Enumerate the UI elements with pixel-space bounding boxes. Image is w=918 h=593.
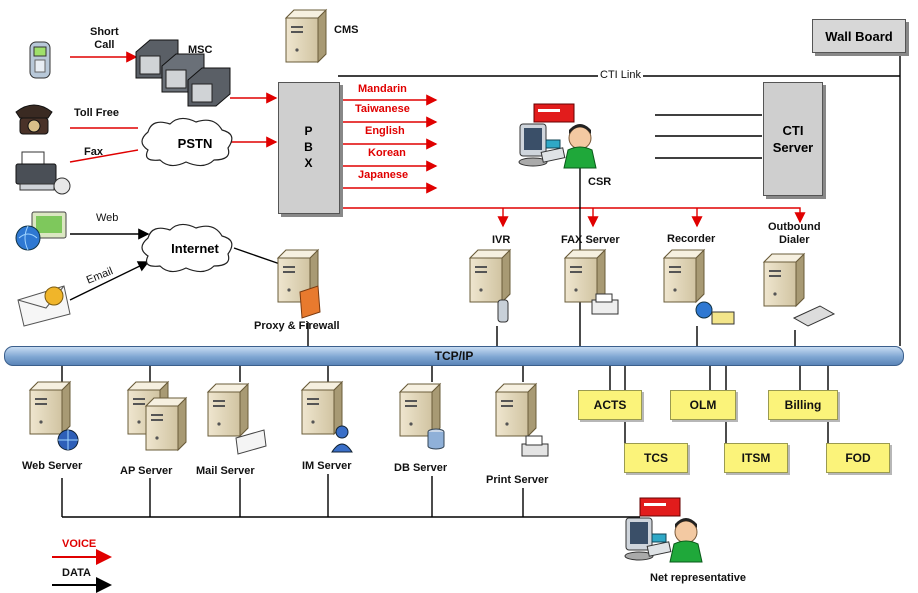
ivr-label: IVR — [492, 234, 511, 246]
language-mandarin: Mandarin — [358, 83, 407, 95]
web-server-icon — [29, 381, 79, 451]
wall-board: Wall Board — [812, 19, 906, 53]
internet-label: Internet — [171, 241, 219, 256]
telephone-icon — [15, 104, 53, 135]
proxy-firewall-label: Proxy & Firewall — [254, 320, 340, 332]
net-representative-label: Net representative — [650, 572, 746, 584]
ivr-server-icon — [469, 249, 511, 323]
cms-label: CMS — [334, 24, 359, 36]
cti-server-label: CTI Server — [772, 123, 814, 155]
cms-server-icon — [285, 9, 327, 63]
billing-box: Billing — [768, 390, 838, 420]
im-server-icon — [301, 381, 353, 453]
web-label: Web — [96, 212, 119, 224]
print-server-icon — [495, 383, 549, 457]
fax-server-icon — [564, 249, 619, 315]
db-server-icon — [399, 383, 445, 450]
net-representative-icon — [624, 497, 703, 563]
mail-server-icon — [207, 383, 267, 455]
cti-server-box: CTI Server — [763, 82, 823, 196]
short-call-label: Short Call — [90, 26, 119, 51]
proxy-server-icon — [277, 249, 321, 319]
internet-cloud-label-wrap: Internet — [138, 226, 252, 276]
tcs-box: TCS — [624, 443, 688, 473]
olm-box: OLM — [670, 390, 736, 420]
language-korean: Korean — [368, 147, 406, 159]
toll-free-label: Toll Free — [74, 107, 120, 119]
pstn-label: PSTN — [177, 136, 213, 151]
outbound-dialer-label: Outbound Dialer — [768, 221, 821, 246]
print-server-label: Print Server — [486, 474, 549, 486]
cti-link-label: CTI Link — [598, 69, 643, 81]
csr-representative-icon — [518, 103, 597, 169]
email-icon — [17, 285, 71, 327]
legend-data-label: DATA — [62, 567, 91, 579]
language-english: English — [365, 125, 405, 137]
acts-box: ACTS — [578, 390, 642, 420]
csr-label: CSR — [588, 176, 612, 188]
fax-label: Fax — [84, 146, 103, 158]
fax-machine-icon — [15, 151, 71, 195]
tcp-ip-network-bar: TCP/IP — [4, 346, 904, 366]
fod-box: FOD — [826, 443, 890, 473]
language-taiwanese: Taiwanese — [355, 103, 410, 115]
pbx-label: P B X — [304, 124, 314, 170]
pbx-box: P B X — [278, 82, 340, 214]
connection-lines — [52, 51, 901, 593]
msc-switch-icon — [135, 39, 231, 107]
pstn-cloud — [141, 117, 233, 167]
ap-server-label: AP Server — [120, 465, 173, 477]
msc-label: MSC — [188, 44, 213, 56]
web-server-label: Web Server — [22, 460, 83, 472]
outbound-dialer-server-icon — [763, 253, 836, 327]
web-computer-icon — [15, 211, 67, 251]
itsm-box: ITSM — [724, 443, 788, 473]
internet-cloud — [141, 223, 233, 273]
fax-server-label: FAX Server — [561, 234, 620, 246]
tcp-ip-label: TCP/IP — [434, 349, 474, 363]
mail-server-label: Mail Server — [196, 465, 255, 477]
pstn-cloud-label-wrap: PSTN — [138, 120, 252, 170]
ap-server-icon — [127, 381, 187, 451]
recorder-label: Recorder — [667, 233, 716, 245]
db-server-label: DB Server — [394, 462, 448, 474]
im-server-label: IM Server — [302, 460, 352, 472]
mobile-phone-icon — [29, 41, 51, 79]
language-japanese: Japanese — [358, 169, 409, 181]
legend-voice-label: VOICE — [62, 538, 97, 550]
recorder-server-icon — [663, 249, 735, 325]
